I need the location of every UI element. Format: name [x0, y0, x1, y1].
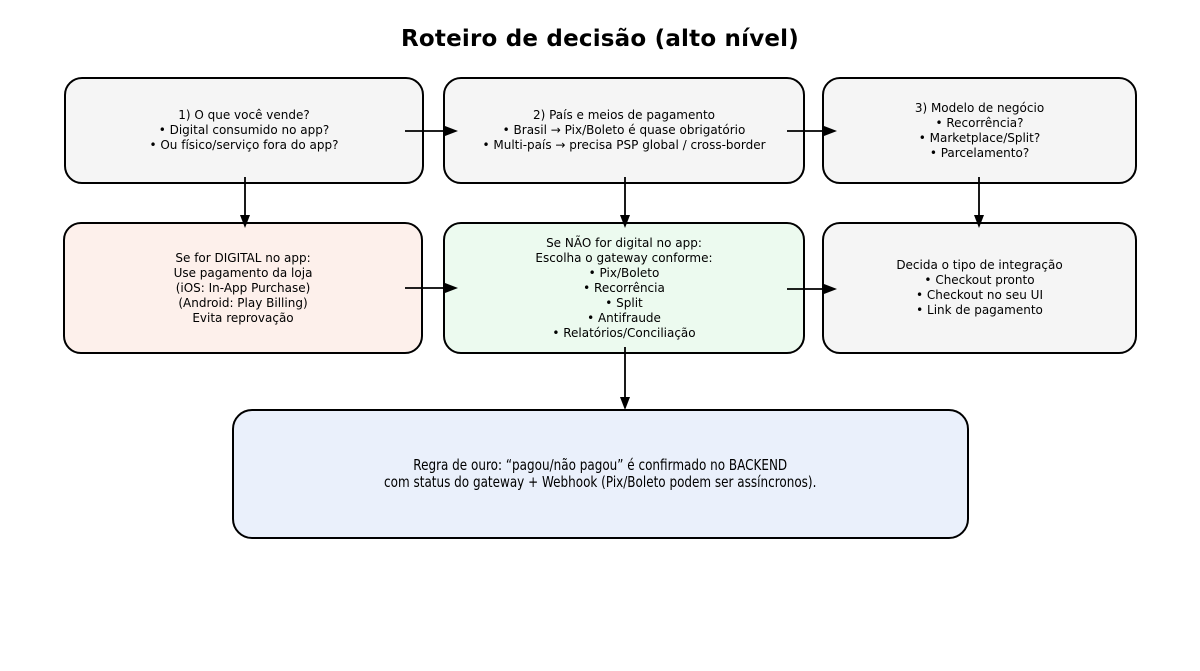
node-line: • Checkout no seu UI — [916, 288, 1043, 302]
node-line: • Antifraude — [587, 310, 661, 325]
node-line: Se NÃO for digital no app: — [546, 235, 702, 250]
node-business-model: 3) Modelo de negócio • Recorrência? • Ma… — [822, 77, 1137, 184]
node-line: com status do gateway + Webhook (Pix/Bol… — [384, 473, 817, 491]
node-line: • Link de pagamento — [916, 303, 1043, 317]
node-country-payment-methods: 2) País e meios de pagamento • Brasil → … — [443, 77, 805, 184]
node-line: Regra de ouro: “pagou/não pagou” é confi… — [413, 456, 788, 474]
node-line: • Multi-país → precisa PSP global / cros… — [482, 138, 766, 152]
node-line: Use pagamento da loja — [173, 265, 313, 280]
node-line: • Pix/Boleto — [588, 265, 660, 280]
node-line: Escolha o gateway conforme: — [535, 250, 713, 265]
node-line: • Checkout pronto — [924, 273, 1035, 287]
node-gateway-choice: Se NÃO for digital no app: Escolha o gat… — [443, 222, 805, 354]
node-line: • Ou físico/serviço fora do app? — [149, 138, 339, 152]
node-line: • Recorrência — [583, 280, 665, 295]
node-line: (Android: Play Billing) — [178, 295, 308, 310]
node-line: Decida o tipo de integração — [896, 258, 1063, 272]
node-what-you-sell: 1) O que você vende? • Digital consumido… — [64, 77, 424, 184]
node-line: (iOS: In-App Purchase) — [175, 280, 311, 295]
node-golden-rule: Regra de ouro: “pagou/não pagou” é confi… — [232, 409, 969, 539]
node-line: • Brasil → Pix/Boleto é quase obrigatóri… — [502, 123, 746, 137]
node-line: Se for DIGITAL no app: — [175, 250, 311, 265]
node-line: 1) O que você vende? — [178, 108, 310, 122]
node-line: • Recorrência? — [935, 115, 1024, 130]
node-line: • Split — [605, 295, 643, 310]
node-line: • Relatórios/Conciliação — [552, 325, 696, 340]
golden-rule-text: Regra de ouro: “pagou/não pagou” é confi… — [384, 457, 816, 491]
node-digital-in-app: Se for DIGITAL no app: Use pagamento da … — [63, 222, 423, 354]
node-line: • Digital consumido no app? — [158, 123, 330, 137]
node-line: Evita reprovação — [192, 310, 294, 325]
node-line: • Marketplace/Split? — [918, 130, 1041, 145]
node-integration-type: Decida o tipo de integração • Checkout p… — [822, 222, 1137, 354]
node-line: • Parcelamento? — [929, 145, 1030, 160]
diagram-title: Roteiro de decisão (alto nível) — [401, 26, 799, 52]
node-line: 3) Modelo de negócio — [914, 100, 1045, 115]
node-line: 2) País e meios de pagamento — [532, 108, 716, 122]
